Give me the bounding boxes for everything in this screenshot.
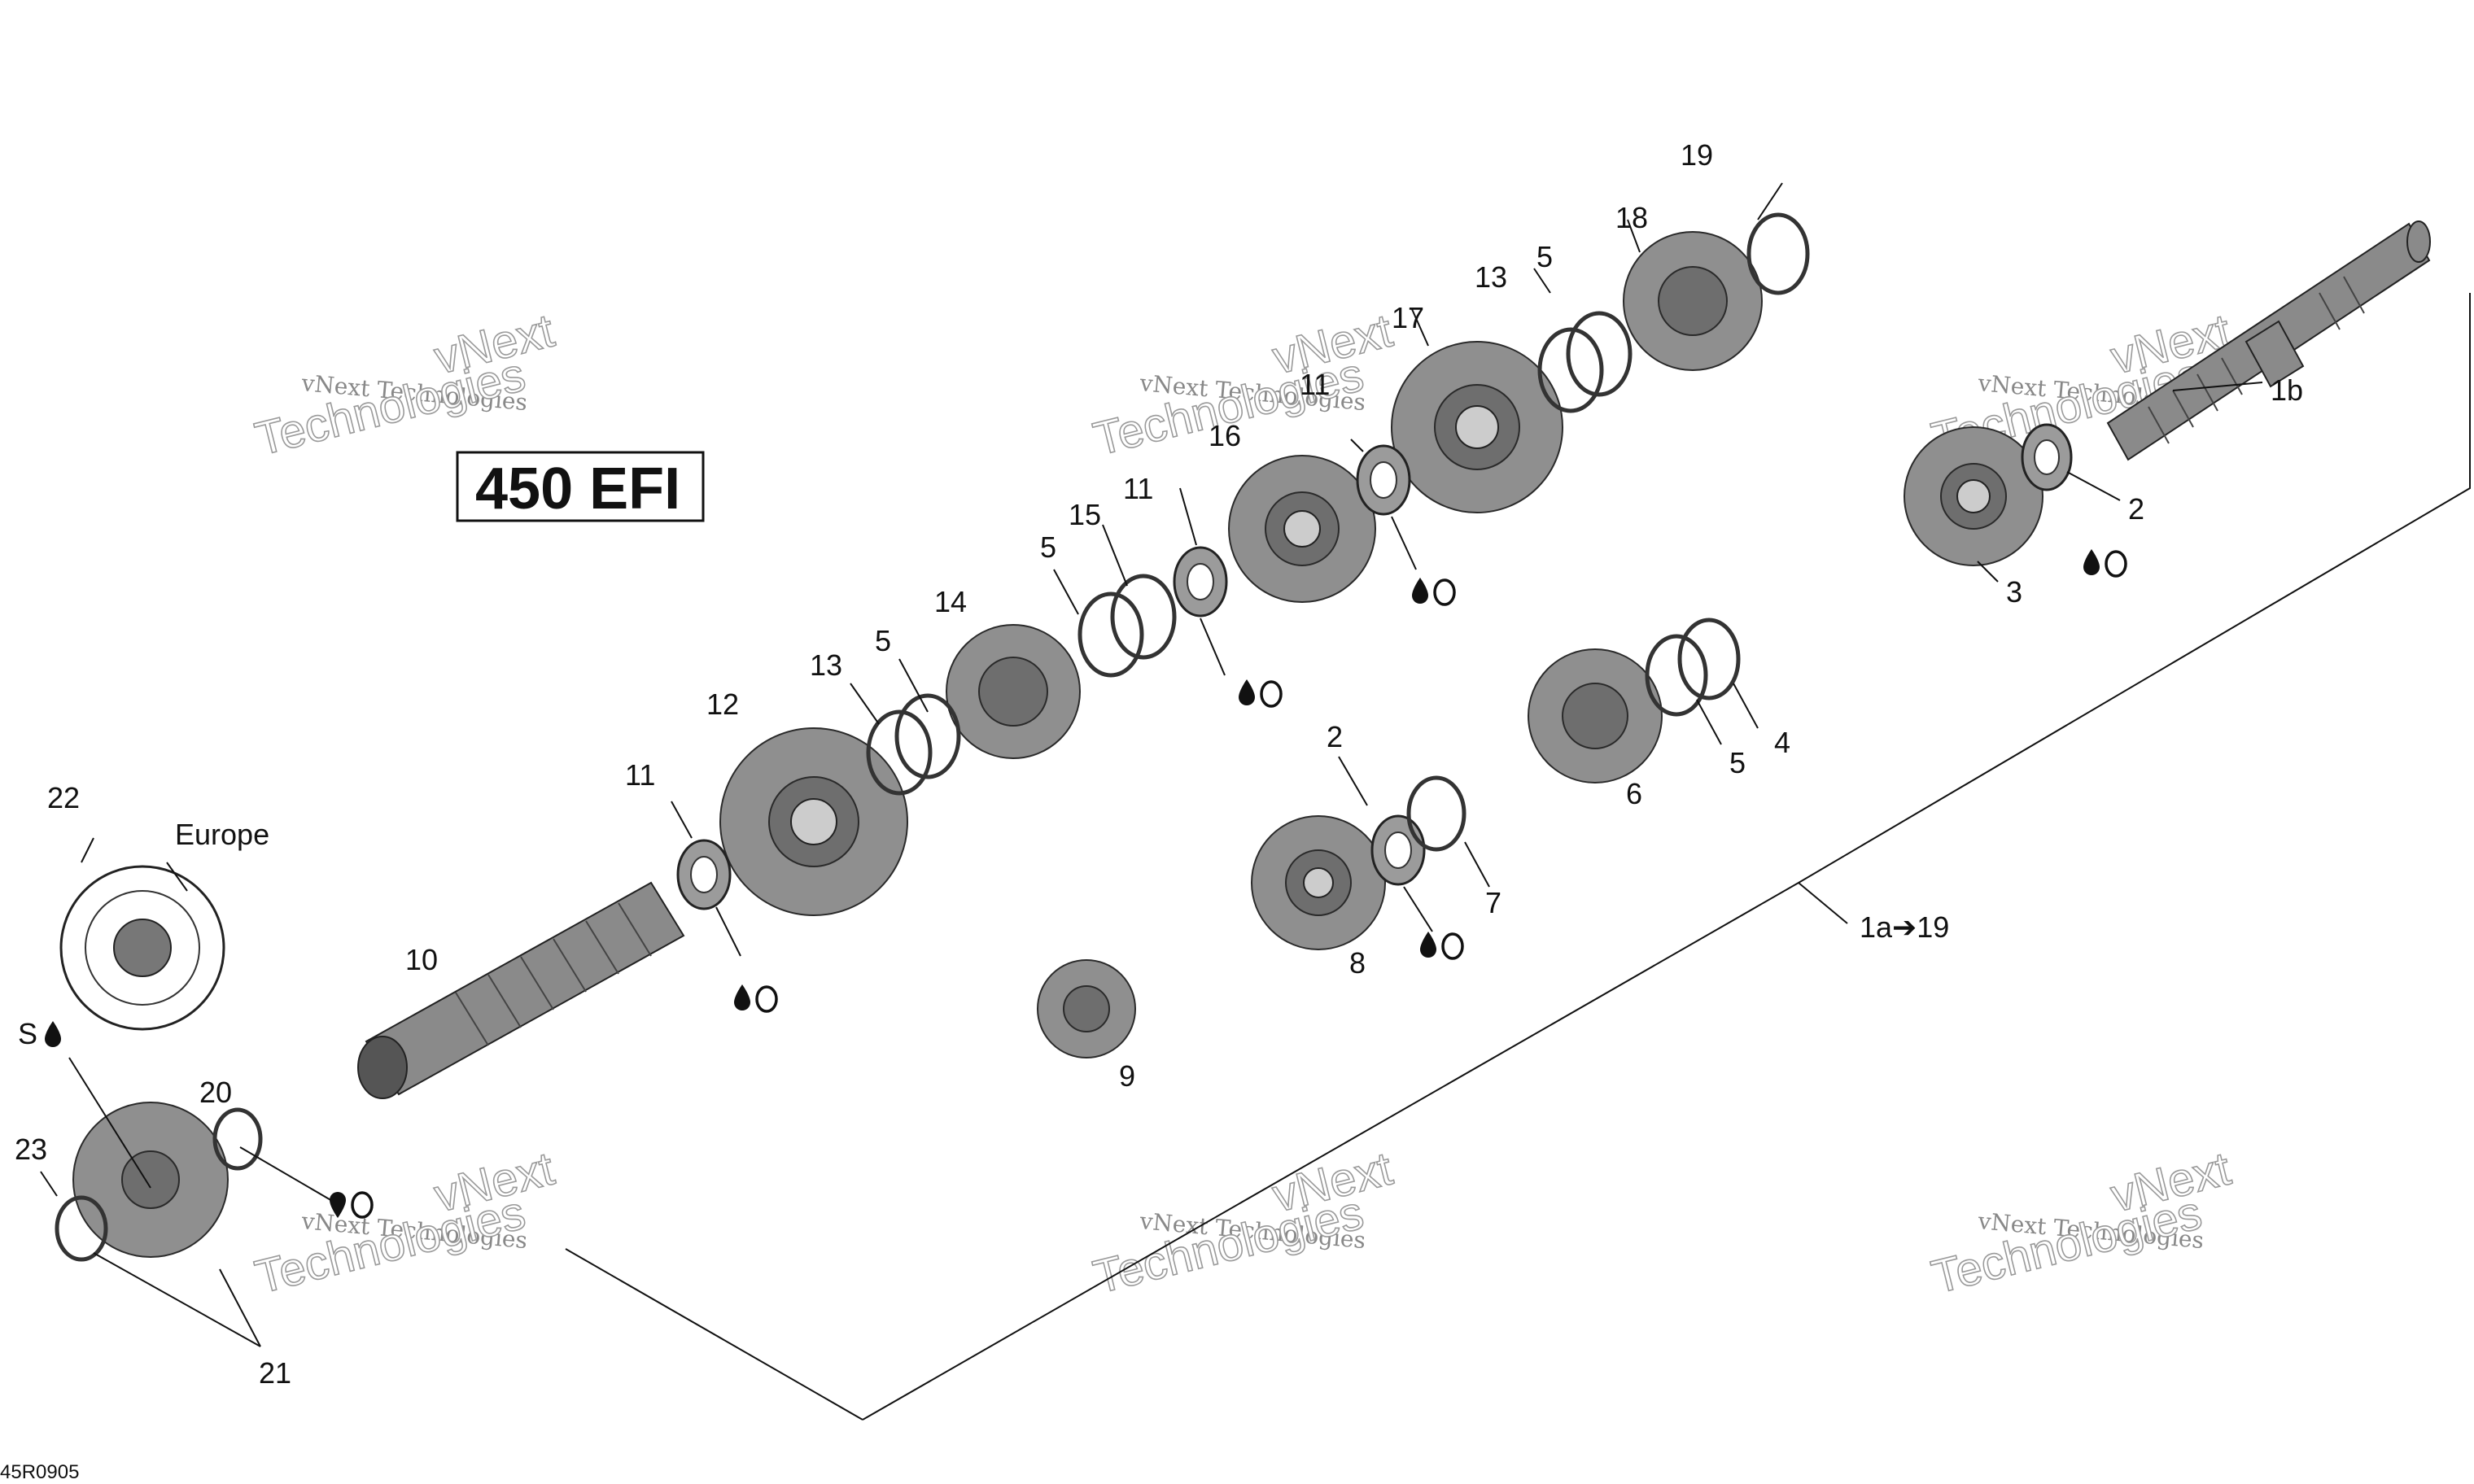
callout-15: 15 <box>1069 498 1101 531</box>
callout-9: 9 <box>1119 1059 1135 1093</box>
assembly-callout: 1a➔19 <box>1860 910 1949 944</box>
callout-22: 22 <box>47 781 80 814</box>
watermark-bottom-left: vNext vNext Technologies Technologies <box>250 1141 560 1305</box>
bearing-2-upper <box>2021 423 2073 491</box>
callout-14: 14 <box>934 585 967 618</box>
lube-icon <box>1420 932 1464 960</box>
bearing-2-lower <box>1370 814 1426 886</box>
lube-icon <box>1239 679 1283 708</box>
callout-5c: 5 <box>1040 530 1056 564</box>
bearing-11-middle <box>1173 546 1228 618</box>
callout-11b: 11 <box>1123 472 1153 505</box>
lube-icon-20 <box>330 1191 374 1219</box>
callout-10: 10 <box>405 943 438 976</box>
sealant-icon <box>45 1021 61 1047</box>
callout-12: 12 <box>706 687 739 721</box>
callout-11c: 11 <box>1300 368 1330 401</box>
lube-icon <box>1412 578 1456 606</box>
bearing-11-left <box>676 839 732 910</box>
callout-18: 18 <box>1615 201 1648 234</box>
gear-16 <box>1228 455 1376 603</box>
main-shaft-1b <box>2106 220 2431 461</box>
callout-20: 20 <box>199 1076 232 1109</box>
sprocket-21 <box>72 1102 229 1258</box>
callout-16: 16 <box>1209 419 1241 452</box>
callout-4: 4 <box>1774 726 1790 759</box>
svg-text:Technologies: Technologies <box>250 348 530 466</box>
gear-17 <box>1391 341 1563 513</box>
callout-5a: 5 <box>875 624 891 657</box>
lube-icon <box>2083 549 2127 578</box>
callout-1b: 1b <box>2271 373 2303 407</box>
callout-21: 21 <box>259 1356 291 1390</box>
sealant-label: S <box>18 1017 37 1050</box>
sprocket-22 <box>59 865 225 1031</box>
callout-2b: 2 <box>1327 720 1343 753</box>
gear-3 <box>1904 426 2043 566</box>
assembly-outline <box>565 293 2471 1421</box>
callout-23: 23 <box>15 1133 47 1166</box>
callout-2a: 2 <box>2128 492 2144 526</box>
gear-8 <box>1251 815 1386 950</box>
svg-text:Technologies: Technologies <box>250 1186 530 1304</box>
svg-text:Technologies: Technologies <box>1926 1186 2206 1304</box>
callout-11a: 11 <box>625 758 655 792</box>
lube-symbols <box>45 549 2127 1219</box>
region-note: Europe <box>175 818 269 851</box>
callout-labels: 19 18 5 13 17 11 16 11 15 5 14 13 5 12 1… <box>0 138 2303 1483</box>
callout-13a: 13 <box>810 648 842 682</box>
model-title-box: 450 EFI <box>456 451 705 522</box>
callout-5d: 5 <box>1536 240 1553 273</box>
lube-icon <box>734 984 778 1013</box>
gear-6 <box>1528 648 1663 783</box>
washers <box>55 212 1810 1262</box>
callout-3: 3 <box>2006 575 2022 609</box>
callout-5b: 5 <box>1729 746 1746 779</box>
model-title: 450 EFI <box>475 456 680 522</box>
watermark-bottom-right: vNext vNext Technologies Technologies <box>1926 1141 2236 1305</box>
callout-7: 7 <box>1485 886 1501 919</box>
leader-lines <box>40 182 2263 1347</box>
svg-text:Technologies: Technologies <box>1088 1186 1368 1304</box>
gear-9 <box>1037 959 1136 1058</box>
counter-shaft-10 <box>357 881 685 1099</box>
drawing-code: 45R0905 <box>0 1461 79 1480</box>
watermark-top-left: vNext vNext Technologies Technologies <box>250 303 560 467</box>
watermark-top-center: vNext vNext Technologies Technologies <box>1088 303 1398 467</box>
callout-19: 19 <box>1681 138 1713 172</box>
bearing-11-right <box>1356 444 1411 516</box>
gear-18 <box>1623 231 1763 371</box>
callout-8: 8 <box>1349 946 1366 980</box>
gear-12 <box>719 727 908 916</box>
watermark-bottom-center: vNext vNext Technologies Technologies <box>1088 1141 1398 1305</box>
callout-6: 6 <box>1626 777 1642 810</box>
gear-14 <box>946 624 1081 759</box>
callout-17: 17 <box>1392 301 1424 334</box>
callout-13b: 13 <box>1475 260 1507 294</box>
